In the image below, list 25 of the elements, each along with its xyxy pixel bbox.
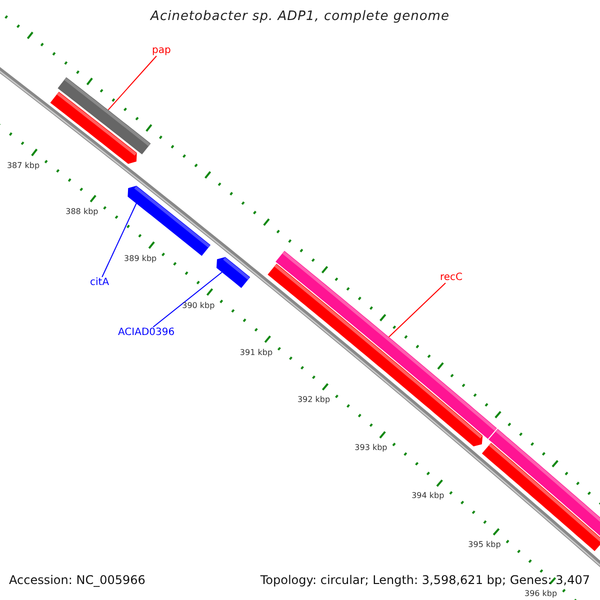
scale-label: 390 kbp [182, 302, 215, 310]
scale-label: 387 kbp [6, 162, 40, 172]
footer-text: Topology: circular; Length: 3,598,621 bp; Genes: 3,407 [260, 574, 590, 588]
gene-label: recC [440, 272, 463, 283]
gene-bar [128, 186, 211, 256]
leader-line [388, 282, 446, 338]
footer-text: Accession: NC_005966 [9, 574, 146, 588]
leader-line [108, 56, 157, 110]
gene-label: citA [90, 277, 110, 288]
map-title: Acinetobacter sp. ADP1, complete genome [149, 10, 450, 24]
leader-line [102, 203, 137, 278]
gene-label: ACIAD0396 [118, 327, 175, 338]
gene-bar [50, 92, 137, 164]
scale-label: 389 kbp [124, 254, 157, 264]
scale-label: 391 kbp [240, 348, 273, 358]
scale-label: 395 kbp [468, 541, 501, 550]
gene-bar [482, 442, 600, 552]
scale-label: 388 kbp [66, 208, 98, 218]
gene-label: pap [152, 45, 171, 56]
scale-label: 396 kbp [524, 590, 558, 599]
leader-line [152, 272, 222, 328]
scale-label: 394 kbp [412, 492, 444, 502]
scale-label: 392 kbp [297, 396, 330, 406]
scale-label: 393 kbp [354, 444, 388, 453]
gene-bar [216, 256, 250, 288]
